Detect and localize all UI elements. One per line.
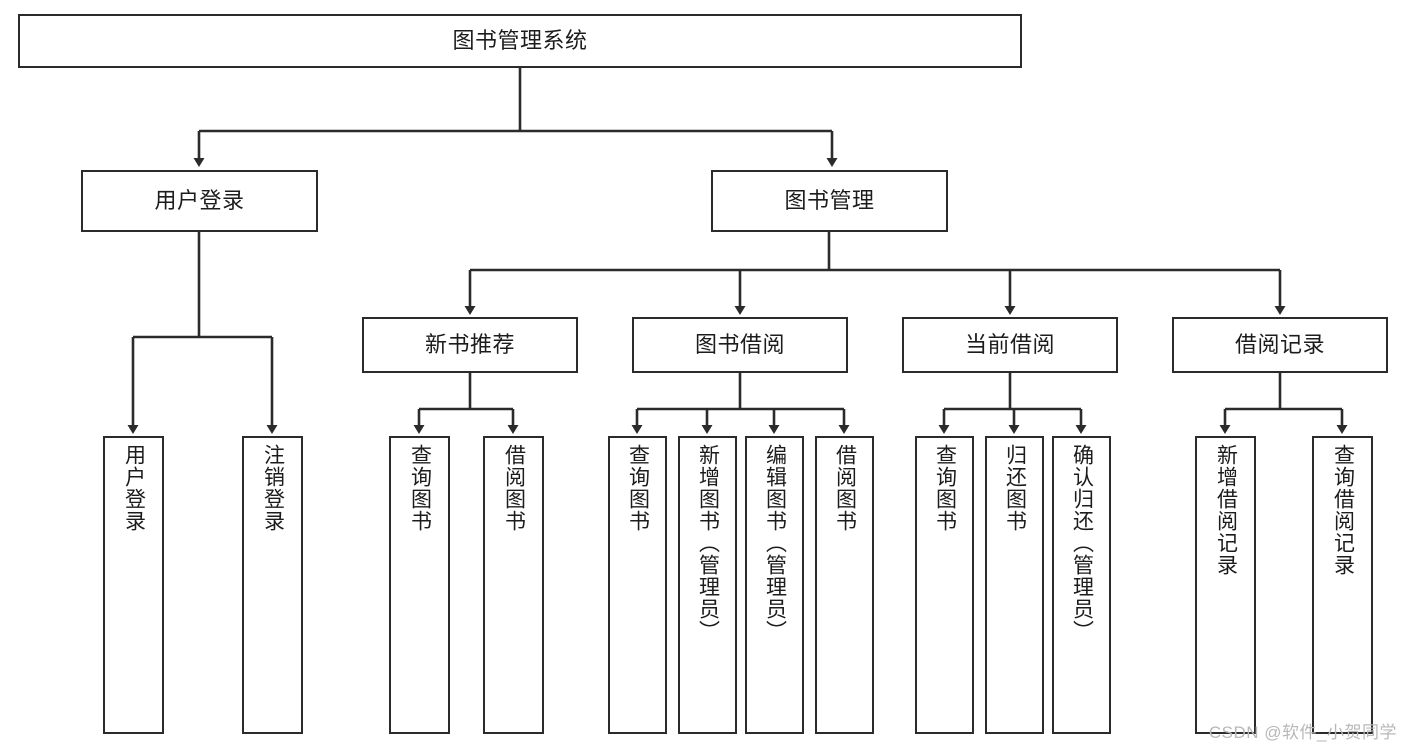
node-user-login[interactable]: 用户登录 [81,170,318,232]
node-user-login-label: 用户登录 [154,188,245,214]
node-book-borrow[interactable]: 图书借阅 [632,317,848,373]
node-book-borrow-label: 图书借阅 [694,332,785,358]
node-leaf-edit-book-admin-label: 编辑图书（管理员） [763,444,787,642]
node-leaf-add-borrow-record-label: 新增借阅记录 [1214,444,1238,576]
node-leaf-query-book-borrow[interactable]: 查询图书 [608,436,667,734]
node-leaf-add-book-admin[interactable]: 新增图书（管理员） [678,436,737,734]
node-leaf-add-book-admin-label: 新增图书（管理员） [696,444,720,642]
node-new-book-rec[interactable]: 新书推荐 [362,317,578,373]
node-borrow-record[interactable]: 借阅记录 [1172,317,1388,373]
node-leaf-user-login-label: 用户登录 [122,444,146,532]
node-book-manage-label: 图书管理 [784,188,875,214]
node-leaf-query-book-current-label: 查询图书 [933,444,957,532]
node-leaf-query-book-current[interactable]: 查询图书 [915,436,974,734]
node-leaf-borrow-book-rec-label: 借阅图书 [502,444,526,532]
node-new-book-rec-label: 新书推荐 [424,332,515,358]
node-current-borrow-label: 当前借阅 [964,332,1055,358]
node-leaf-add-borrow-record[interactable]: 新增借阅记录 [1195,436,1256,734]
node-leaf-confirm-return-admin[interactable]: 确认归还（管理员） [1052,436,1111,734]
node-leaf-borrow-book-label: 借阅图书 [833,444,857,532]
node-root-system[interactable]: 图书管理系统 [18,14,1022,68]
node-leaf-return-book[interactable]: 归还图书 [985,436,1044,734]
node-leaf-user-logout[interactable]: 注销登录 [242,436,303,734]
node-leaf-query-borrow-record[interactable]: 查询借阅记录 [1312,436,1373,734]
node-leaf-query-book-rec-label: 查询图书 [408,444,432,532]
node-leaf-edit-book-admin[interactable]: 编辑图书（管理员） [745,436,804,734]
node-root-system-label: 图书管理系统 [452,28,588,54]
node-leaf-user-login[interactable]: 用户登录 [103,436,164,734]
node-leaf-return-book-label: 归还图书 [1003,444,1027,532]
node-leaf-query-book-borrow-label: 查询图书 [626,444,650,532]
node-leaf-query-book-rec[interactable]: 查询图书 [389,436,450,734]
node-leaf-user-logout-label: 注销登录 [261,444,285,532]
node-borrow-record-label: 借阅记录 [1234,332,1325,358]
node-leaf-borrow-book-rec[interactable]: 借阅图书 [483,436,544,734]
node-book-manage[interactable]: 图书管理 [711,170,948,232]
node-leaf-query-borrow-record-label: 查询借阅记录 [1331,444,1355,576]
node-current-borrow[interactable]: 当前借阅 [902,317,1118,373]
csdn-watermark: CSDN @软件_小贺同学 [1208,723,1397,742]
node-leaf-borrow-book[interactable]: 借阅图书 [815,436,874,734]
node-leaf-confirm-return-admin-label: 确认归还（管理员） [1070,444,1094,642]
